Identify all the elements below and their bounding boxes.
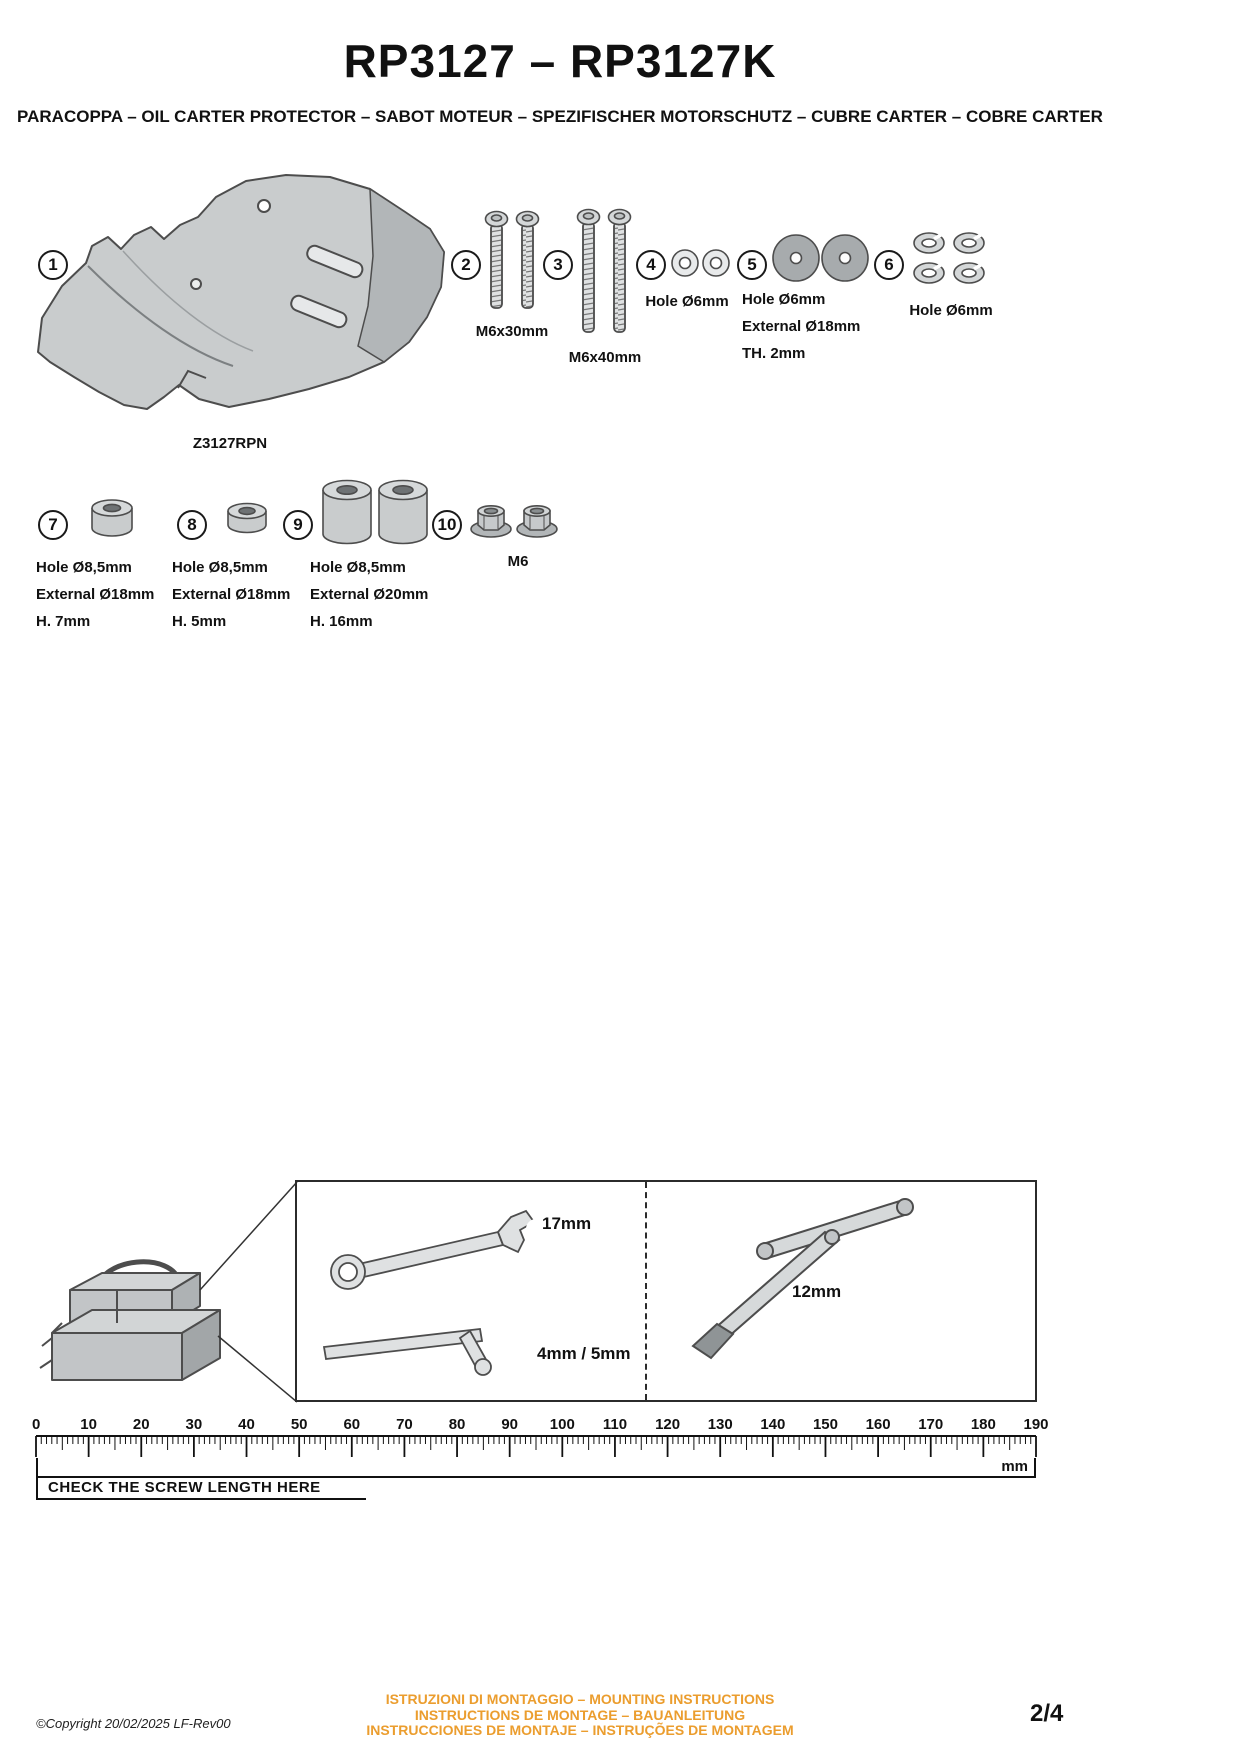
washer-6mm-drawing xyxy=(671,249,730,277)
svg-text:30: 30 xyxy=(186,1416,203,1433)
part-3-label: M6x40mm xyxy=(568,349,642,366)
part-8-spec-line: Hole Ø8,5mm xyxy=(172,559,268,576)
part-8-specs: Hole Ø8,5mm External Ø18mm H. 5mm xyxy=(172,554,290,635)
ruler-unit-label: mm xyxy=(36,1458,1036,1478)
svg-text:190: 190 xyxy=(1023,1416,1048,1433)
mounting-instructions-block: ISTRUZIONI DI MONTAGGIO – MOUNTING INSTR… xyxy=(280,1691,880,1739)
tools-divider xyxy=(645,1182,647,1400)
screw-length-ruler: 0 10 20 30 40 50 60 70 80 90 100 110 120 130 140 150 160… xyxy=(28,1412,1049,1500)
part-6-badge: 6 xyxy=(874,250,904,280)
svg-text:180: 180 xyxy=(971,1416,996,1433)
part-5-badge: 5 xyxy=(737,250,767,280)
part-8-badge: 8 xyxy=(177,510,207,540)
svg-text:40: 40 xyxy=(238,1416,255,1433)
part-9-spec-line: Hole Ø8,5mm xyxy=(310,559,406,576)
skid-plate-drawing xyxy=(37,174,445,410)
part-8-spec-line: External Ø18mm xyxy=(172,586,291,603)
page-subtitle: PARACOPPA – OIL CARTER PROTECTOR – SABOT… xyxy=(17,107,1103,126)
page-title: RP3127 – RP3127K xyxy=(343,35,777,87)
svg-text:110: 110 xyxy=(603,1416,627,1433)
part-8-spec-line: H. 5mm xyxy=(172,613,227,630)
check-screw-length-label: CHECK THE SCREW LENGTH HERE xyxy=(36,1478,366,1500)
part-10-badge: 10 xyxy=(432,510,462,540)
instructions-line: ISTRUZIONI DI MONTAGGIO – MOUNTING INSTR… xyxy=(385,1691,775,1707)
tools-box: 17mm 4mm / 5mm 12mm xyxy=(295,1180,1037,1402)
part-7-spec-line: H. 7mm xyxy=(36,613,91,630)
toolbox-drawing xyxy=(39,1259,221,1381)
part-4-label: Hole Ø6mm xyxy=(645,293,729,310)
bolt-m6x30-drawing xyxy=(484,210,540,309)
svg-text:0: 0 xyxy=(32,1416,40,1433)
part-2-badge: 2 xyxy=(451,250,481,280)
allen-key-drawing xyxy=(322,1328,492,1376)
wrench-size-label: 17mm xyxy=(542,1214,592,1233)
part-5-specs: Hole Ø6mm External Ø18mm TH. 2mm xyxy=(742,286,860,367)
instructions-line: INSTRUCTIONS DE MONTAGE – BAUANLEITUNG xyxy=(414,1706,746,1723)
svg-text:60: 60 xyxy=(343,1416,360,1433)
part-5-spec-line: Hole Ø6mm xyxy=(742,291,826,308)
part-9-specs: Hole Ø8,5mm External Ø20mm H. 16mm xyxy=(310,554,428,635)
svg-text:70: 70 xyxy=(396,1416,413,1433)
part-4-badge: 4 xyxy=(636,250,666,280)
svg-text:170: 170 xyxy=(918,1416,943,1433)
svg-text:130: 130 xyxy=(708,1416,733,1433)
svg-text:160: 160 xyxy=(866,1416,891,1433)
part-7-badge: 7 xyxy=(38,510,68,540)
washer-18mm-drawing xyxy=(772,234,869,282)
bolt-m6x40-drawing xyxy=(576,208,632,333)
part-5-spec-line: TH. 2mm xyxy=(742,345,806,362)
page-number: 2/4 xyxy=(1030,1700,1064,1727)
instructions-line: INSTRUCCIONES DE MONTAJE – INSTRUÇÕES DE… xyxy=(366,1722,794,1738)
allen-size-label: 4mm / 5mm xyxy=(537,1344,631,1363)
svg-text:80: 80 xyxy=(449,1416,466,1433)
lock-washer-drawing xyxy=(913,230,987,284)
ruler-scale: 0 10 20 30 40 50 60 70 80 90 100 110 120 130 140 150 160… xyxy=(32,1416,1049,1457)
svg-text:90: 90 xyxy=(501,1416,518,1433)
svg-text:150: 150 xyxy=(813,1416,838,1433)
part-7-specs: Hole Ø8,5mm External Ø18mm H. 7mm xyxy=(36,554,154,635)
part-2-label: M6x30mm xyxy=(475,323,549,340)
part-10-label: M6 xyxy=(507,553,529,570)
svg-text:20: 20 xyxy=(133,1416,150,1433)
svg-text:120: 120 xyxy=(655,1416,680,1433)
t-wrench-size-label: 12mm xyxy=(792,1282,842,1301)
part-1-label: Z3127RPN xyxy=(192,435,268,452)
part-6-label: Hole Ø6mm xyxy=(909,302,993,319)
copyright-text: ©Copyright 20/02/2025 LF-Rev00 xyxy=(36,1716,231,1731)
part-5-spec-line: External Ø18mm xyxy=(742,318,861,335)
part-9-badge: 9 xyxy=(283,510,313,540)
svg-text:50: 50 xyxy=(291,1416,308,1433)
part-9-spec-line: H. 16mm xyxy=(310,613,373,630)
part-3-badge: 3 xyxy=(543,250,573,280)
part-9-spec-line: External Ø20mm xyxy=(310,586,429,603)
svg-text:100: 100 xyxy=(550,1416,575,1433)
part-7-spec-line: External Ø18mm xyxy=(36,586,155,603)
toolbox-callout-lines xyxy=(199,1181,298,1403)
nut-m6-drawing xyxy=(470,505,558,538)
part-7-spec-line: Hole Ø8,5mm xyxy=(36,559,132,576)
spacer-h7-drawing xyxy=(91,499,133,537)
combination-wrench-drawing xyxy=(330,1209,546,1290)
t-handle-wrench-drawing xyxy=(691,1198,914,1360)
spacer-h5-drawing xyxy=(227,502,267,534)
svg-text:140: 140 xyxy=(760,1416,785,1433)
svg-text:10: 10 xyxy=(80,1416,97,1433)
spacer-h16-drawing xyxy=(322,479,428,545)
part-1-badge: 1 xyxy=(38,250,68,280)
